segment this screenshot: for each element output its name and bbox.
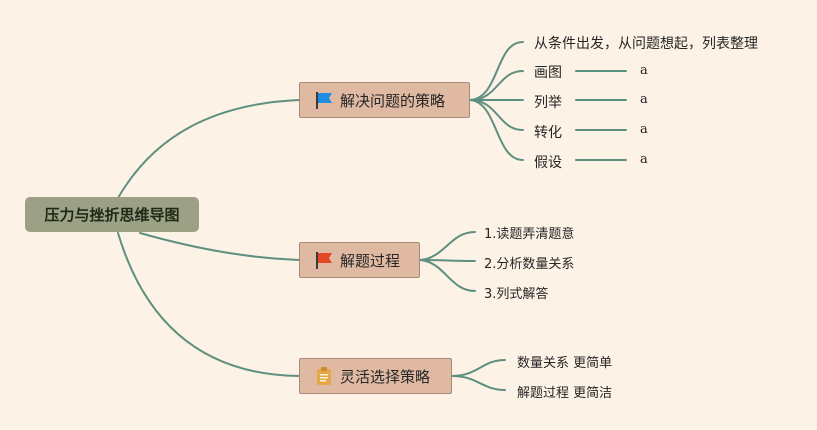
leaf-tail: a	[640, 152, 648, 167]
leaf-read: 1.读题弄清题意	[484, 227, 575, 242]
leaf-simpler: 数量关系 更简单	[517, 356, 613, 371]
branch-label: 灵活选择策略	[340, 367, 431, 386]
blue-flag-icon	[314, 90, 334, 110]
branch-strategy[interactable]: 解决问题的策略	[299, 82, 470, 118]
red-flag-icon	[314, 250, 334, 270]
branch-label: 解题过程	[340, 251, 401, 270]
leaf-assume: 假设	[534, 155, 562, 171]
clipboard-icon	[314, 366, 334, 386]
leaf-list: 列举	[534, 95, 562, 111]
leaf-tail: a	[640, 92, 648, 107]
branch-process[interactable]: 解题过程	[299, 242, 420, 278]
root-node[interactable]: 压力与挫折思维导图	[25, 197, 199, 232]
leaf-transform: 转化	[534, 125, 562, 141]
leaf-conditions: 从条件出发，从问题想起，列表整理	[534, 36, 758, 52]
leaf-solve: 3.列式解答	[484, 287, 549, 302]
leaf-tail: a	[640, 122, 648, 137]
leaf-concise: 解题过程 更简洁	[517, 386, 613, 401]
leaf-analyze: 2.分析数量关系	[484, 257, 575, 272]
branch-label: 解决问题的策略	[340, 91, 446, 110]
branch-flexible[interactable]: 灵活选择策略	[299, 358, 452, 394]
leaf-tail: a	[640, 63, 648, 78]
leaf-draw: 画图	[534, 65, 562, 81]
root-label: 压力与挫折思维导图	[44, 206, 180, 224]
